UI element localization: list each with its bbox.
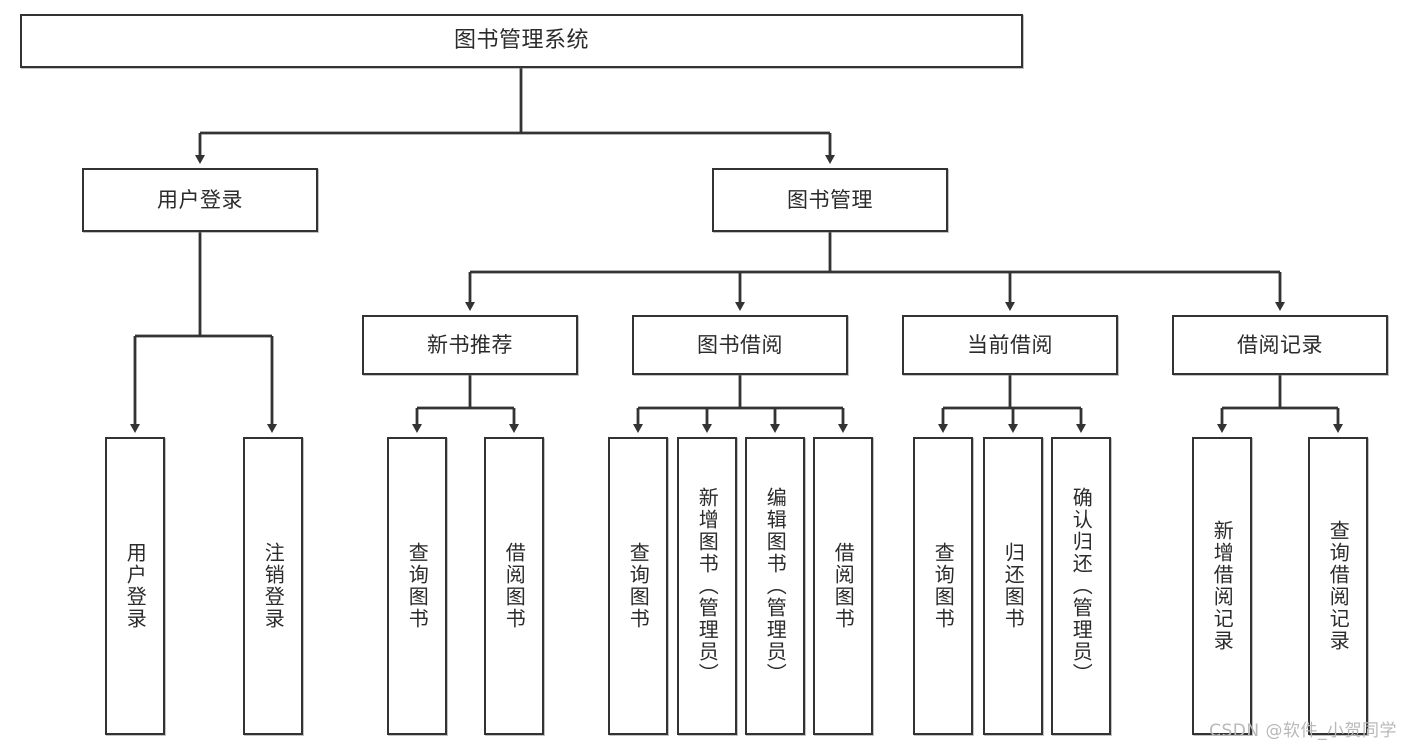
node-label: 查询图书 — [405, 542, 430, 630]
node-root-system[interactable]: 图书管理系统 — [20, 14, 1023, 68]
node-label: 借阅图书 — [831, 542, 856, 630]
leaf-confirm-return-admin[interactable]: 确认归还（管理员） — [1051, 437, 1111, 735]
node-book-management[interactable]: 图书管理 — [712, 168, 948, 232]
leaf-add-book-admin[interactable]: 新增图书（管理员） — [677, 437, 737, 735]
node-user-login[interactable]: 用户登录 — [82, 168, 318, 232]
leaf-query-book-borrow[interactable]: 查询图书 — [608, 437, 668, 735]
node-label: 新书推荐 — [427, 332, 513, 357]
leaf-logout[interactable]: 注销登录 — [243, 437, 303, 735]
node-label: 借阅图书 — [502, 542, 527, 630]
node-label: 编辑图书（管理员） — [763, 487, 788, 685]
node-label: 图书管理系统 — [453, 28, 589, 54]
node-label: 借阅记录 — [1237, 332, 1323, 357]
node-label: 用户登录 — [157, 187, 243, 212]
leaf-query-borrow-record[interactable]: 查询借阅记录 — [1308, 437, 1368, 735]
node-label: 注销登录 — [261, 542, 286, 630]
node-label: 当前借阅 — [967, 332, 1053, 357]
node-label: 新增图书（管理员） — [695, 487, 720, 685]
leaf-query-book-newbook[interactable]: 查询图书 — [387, 437, 447, 735]
node-book-borrow[interactable]: 图书借阅 — [632, 315, 848, 375]
node-label: 归还图书 — [1001, 542, 1026, 630]
leaf-add-borrow-record[interactable]: 新增借阅记录 — [1192, 437, 1252, 735]
node-new-book-recommendation[interactable]: 新书推荐 — [362, 315, 578, 375]
node-borrow-record[interactable]: 借阅记录 — [1172, 315, 1388, 375]
node-current-borrow[interactable]: 当前借阅 — [902, 315, 1118, 375]
watermark: CSDN @软件_小贺同学 — [1209, 721, 1397, 741]
node-label: 查询图书 — [931, 542, 956, 630]
node-label: 图书管理 — [787, 187, 873, 212]
leaf-borrow-book-newbook[interactable]: 借阅图书 — [484, 437, 544, 735]
node-label: 新增借阅记录 — [1210, 520, 1235, 652]
leaf-return-book[interactable]: 归还图书 — [983, 437, 1043, 735]
node-label: 确认归还（管理员） — [1069, 487, 1094, 685]
leaf-query-book-current[interactable]: 查询图书 — [913, 437, 973, 735]
node-label: 查询借阅记录 — [1326, 520, 1351, 652]
node-label: 用户登录 — [123, 542, 148, 630]
node-label: 图书借阅 — [697, 332, 783, 357]
node-label: 查询图书 — [626, 542, 651, 630]
leaf-edit-book-admin[interactable]: 编辑图书（管理员） — [745, 437, 805, 735]
leaf-user-login[interactable]: 用户登录 — [105, 437, 165, 735]
leaf-borrow-book[interactable]: 借阅图书 — [813, 437, 873, 735]
